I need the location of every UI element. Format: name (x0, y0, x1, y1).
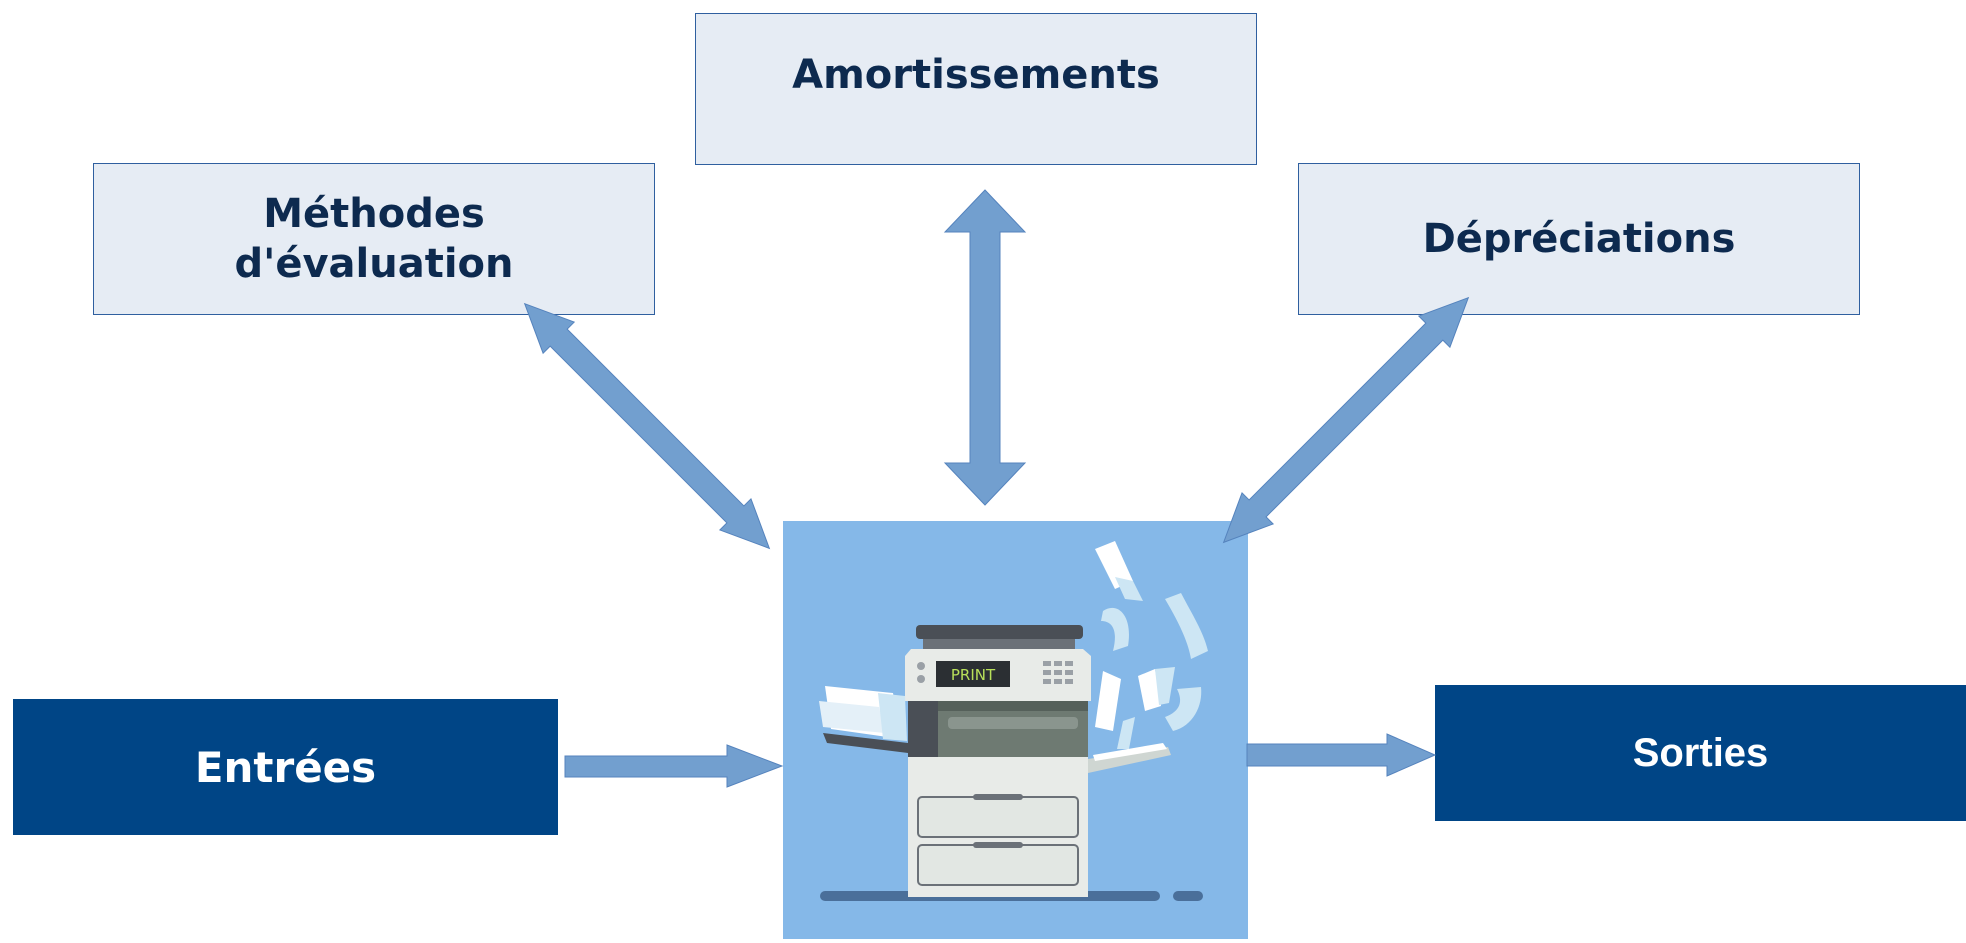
double-arrow-depreciations (1222, 296, 1470, 544)
methodes-label-line1: Méthodes (263, 191, 485, 237)
depreciations-label: Dépréciations (1422, 216, 1736, 262)
double-arrow-methodes (523, 302, 771, 550)
entrees-box: Entrées (13, 699, 558, 835)
depreciations-box: Dépréciations (1298, 163, 1860, 315)
amortissements-label: Amortissements (792, 52, 1160, 98)
printer-panel: PRINT (783, 521, 1248, 939)
printer-icon: PRINT (819, 625, 1171, 897)
methodes-evaluation-box: Méthodes d'évaluation (93, 163, 655, 315)
printer-illustration: PRINT (819, 541, 1208, 901)
entrees-label: Entrées (194, 742, 377, 792)
floor-dash (1173, 891, 1203, 901)
arrow-sorties (1246, 733, 1437, 777)
flying-papers-icon (1095, 541, 1208, 749)
sorties-label: Sorties (1632, 730, 1769, 775)
sorties-box: Sorties (1435, 685, 1966, 821)
methodes-label-line2: d'évaluation (234, 241, 514, 287)
arrow-entrees (564, 744, 784, 788)
amortissements-box: Amortissements (695, 13, 1257, 165)
double-arrow-vertical (943, 189, 1027, 506)
printer-screen-text: PRINT (951, 666, 996, 684)
